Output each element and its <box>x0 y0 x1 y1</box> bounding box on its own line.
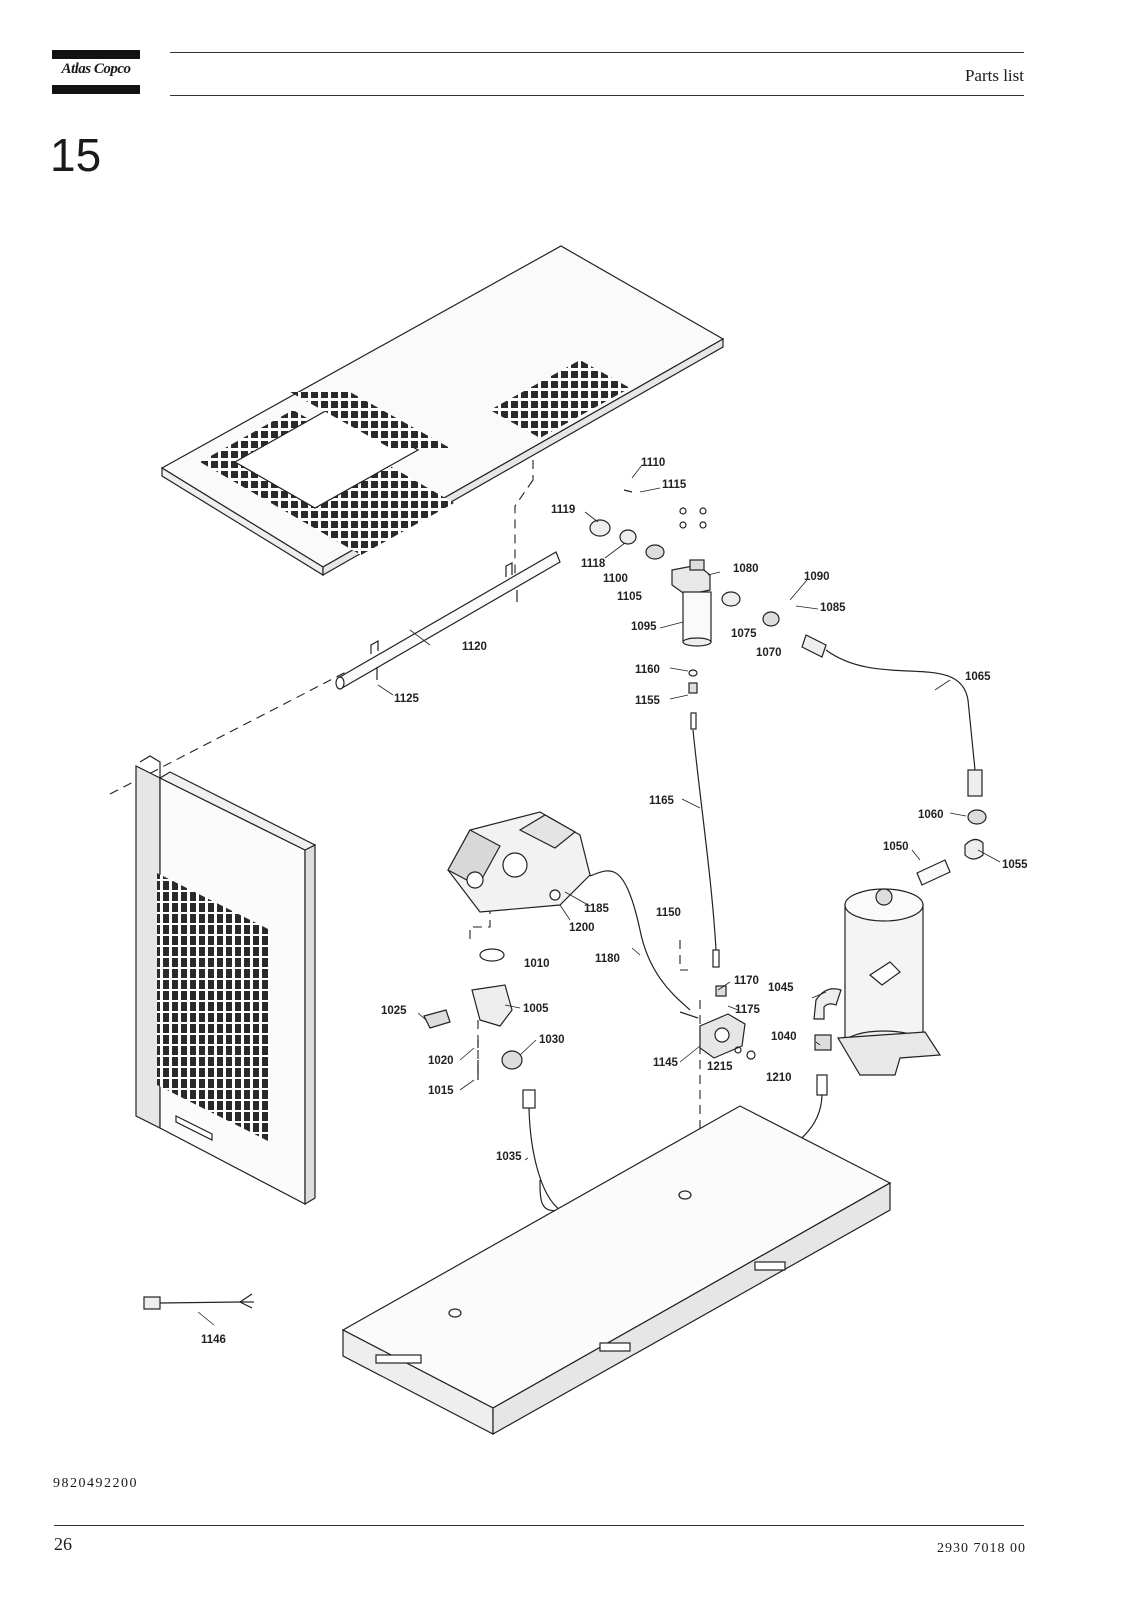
document-number: 9820492200 <box>53 1476 138 1491</box>
callout-1115: 1115 <box>662 479 687 491</box>
footer-rule <box>54 1525 1024 1526</box>
callout-1100: 1100 <box>603 573 628 585</box>
hose-1065 <box>825 649 976 771</box>
callout-1120: 1120 <box>462 641 487 653</box>
thermostatic-valve <box>679 985 756 1060</box>
logo-top-bar <box>52 50 140 59</box>
header-rule-bottom <box>170 95 1024 96</box>
callout-1045: 1045 <box>768 982 794 994</box>
logo-bottom-bar <box>52 85 140 94</box>
logo-text: Atlas Copco <box>61 61 131 77</box>
callout-1118: 1118 <box>581 558 606 570</box>
document-code: 2930 7018 00 <box>937 1541 1026 1556</box>
callout-1080: 1080 <box>733 563 759 575</box>
callout-1025: 1025 <box>381 1005 407 1017</box>
oil-filter-housing <box>671 559 712 647</box>
callout-leaders <box>197 464 1001 1326</box>
callout-1150: 1150 <box>656 907 681 919</box>
beam-part <box>335 551 561 690</box>
page-number: 26 <box>54 1534 72 1554</box>
side-panel <box>135 755 317 1206</box>
callout-1180: 1180 <box>595 953 620 965</box>
cable-harness-1146 <box>143 1293 254 1310</box>
callout-1015: 1015 <box>428 1085 454 1097</box>
top-panel <box>160 245 725 577</box>
callout-1005: 1005 <box>523 1003 549 1015</box>
drain-line-1165 <box>688 669 720 968</box>
callout-1010: 1010 <box>524 958 550 970</box>
callout-1035: 1035 <box>496 1151 522 1163</box>
callout-1085: 1085 <box>820 602 846 614</box>
callout-1155: 1155 <box>635 695 661 707</box>
atlas-copco-logo: Atlas Copco <box>52 50 140 94</box>
oil-separator-tank <box>836 888 942 1076</box>
callout-labels: 1110 1115 1119 1118 1100 1105 1080 1090 1085 1095… <box>201 457 1028 1346</box>
callout-1040: 1040 <box>771 1031 797 1043</box>
compressor-element <box>447 811 591 913</box>
callout-1175: 1175 <box>735 1004 761 1016</box>
header-title: Parts list <box>964 66 1024 85</box>
callout-1055: 1055 <box>1002 859 1028 871</box>
callout-1170: 1170 <box>734 975 759 987</box>
callout-1095: 1095 <box>631 621 657 633</box>
callout-1020: 1020 <box>428 1055 454 1067</box>
callout-1215: 1215 <box>707 1061 733 1073</box>
callout-1145: 1145 <box>653 1057 679 1069</box>
callout-1125: 1125 <box>394 693 420 705</box>
inlet-fittings <box>423 948 561 1211</box>
callout-1200: 1200 <box>569 922 595 934</box>
callout-1146: 1146 <box>201 1334 226 1346</box>
hose-fittings <box>916 769 987 886</box>
header-rule-top <box>170 52 1024 53</box>
callout-1119: 1119 <box>551 504 575 516</box>
callout-1050: 1050 <box>883 841 909 853</box>
callout-1030: 1030 <box>539 1034 565 1046</box>
callout-1060: 1060 <box>918 809 944 821</box>
fittings-upper <box>589 489 827 658</box>
callout-1105: 1105 <box>617 591 643 603</box>
oil-pipe-1180 <box>589 870 691 1011</box>
callout-1065: 1065 <box>965 671 991 683</box>
callout-1210: 1210 <box>766 1072 792 1084</box>
callout-1185: 1185 <box>584 903 610 915</box>
callout-1070: 1070 <box>756 647 782 659</box>
callout-1075: 1075 <box>731 628 757 640</box>
callout-1165: 1165 <box>649 795 675 807</box>
callout-1160: 1160 <box>635 664 660 676</box>
base-frame <box>341 1105 892 1436</box>
callout-1090: 1090 <box>804 571 830 583</box>
callout-1110: 1110 <box>641 457 665 469</box>
section-number: 15 <box>50 129 102 181</box>
